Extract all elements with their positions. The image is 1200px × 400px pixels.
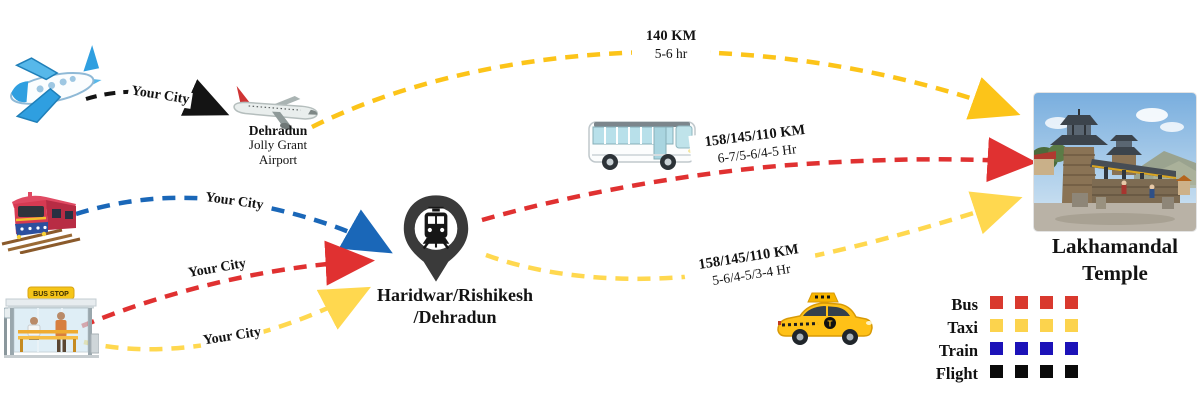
legend-row-train: Train <box>922 339 1090 362</box>
legend-label-train: Train <box>938 340 978 360</box>
legend-swatches-taxi <box>990 318 1090 337</box>
temple-photo <box>1034 93 1196 231</box>
bus-stop-sign-text: BUS STOP <box>33 291 69 298</box>
route-hub-to-temple-bus <box>481 137 1037 223</box>
bus-stop-icon: BUS STOP <box>3 286 100 368</box>
destination-label: Lakhamandal Temple <box>1030 233 1200 288</box>
bus-icon <box>588 116 696 172</box>
airport-label: Dehradun Jolly Grant Airport <box>230 123 326 167</box>
hub-label: Haridwar/Rishikesh /Dehradun <box>358 285 552 328</box>
legend-label-bus: Bus <box>951 294 978 314</box>
route-taxi-origin <box>83 286 371 352</box>
airport-name-line2: Airport <box>258 151 298 167</box>
train-origin-icon <box>0 186 88 255</box>
route-airport-to-temple <box>310 49 1021 130</box>
airplane-dehradun-icon <box>226 79 321 144</box>
legend-row-flight: Flight <box>922 362 1090 385</box>
destination-line1: Lakhamandal <box>1051 234 1179 258</box>
legend-swatches-train <box>990 341 1090 360</box>
legend: Bus Taxi Train Flight <box>922 293 1090 385</box>
legend-label-flight: Flight <box>935 363 978 383</box>
airport-name-line1: Jolly Grant <box>248 137 308 153</box>
hub-pin-icon <box>400 192 472 286</box>
airplane-origin-icon <box>0 37 111 138</box>
legend-label-taxi: Taxi <box>947 317 978 337</box>
legend-swatches-bus <box>990 295 1090 314</box>
legend-swatches-flight <box>990 364 1090 383</box>
hub-line2: /Dehradun <box>413 306 497 327</box>
airport-city: Dehradun <box>248 123 308 138</box>
destination-line2: Temple <box>1082 261 1148 286</box>
legend-row-bus: Bus <box>922 293 1090 316</box>
legend-row-taxi: Taxi <box>922 316 1090 339</box>
hub-line1: Haridwar/Rishikesh <box>376 285 534 305</box>
taxi-door-logo: T <box>828 320 833 329</box>
airport-route-duration: 5-6 hr <box>654 45 688 61</box>
airport-route-label: 140 KM 5-6 hr <box>632 28 710 63</box>
taxi-icon: T <box>772 290 874 352</box>
airport-route-distance: 140 KM <box>645 28 697 44</box>
